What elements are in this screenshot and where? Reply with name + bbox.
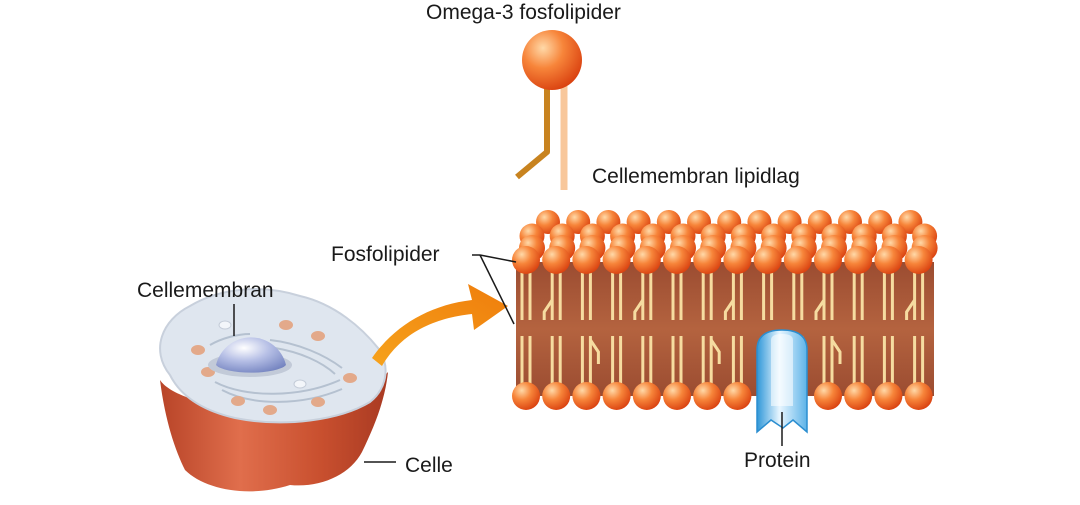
phospholipid-head	[632, 382, 661, 410]
phospholipid-head	[663, 382, 691, 410]
phospholipid-head	[572, 246, 601, 274]
phospholipid-head	[874, 382, 903, 410]
omega3-phospholipid	[515, 30, 582, 190]
kinked-tail	[709, 339, 721, 364]
zoom-arrow	[372, 284, 508, 366]
vesicles	[191, 320, 357, 415]
phospholipid-head	[904, 246, 933, 274]
membrane-interior	[516, 262, 934, 396]
cell-membrane-label: Cellemembran	[137, 279, 274, 302]
phospholipid-head	[663, 246, 691, 274]
phospholipid-head	[602, 382, 631, 410]
phospholipid-head	[572, 382, 601, 410]
phospholipid-head	[844, 246, 873, 274]
phospholipid-head	[874, 246, 903, 274]
phospholipid-head	[693, 246, 722, 274]
phospholipid-head	[814, 246, 842, 274]
phospholipid-head	[723, 382, 752, 410]
phospholipid-head	[783, 246, 812, 274]
protein-label: Protein	[744, 449, 811, 472]
phospholipid-head	[512, 246, 540, 274]
kinked-tail	[905, 299, 916, 320]
cell-label: Celle	[405, 454, 453, 477]
membrane-bilayer	[512, 210, 938, 410]
kinked-tail	[723, 299, 735, 320]
phospholipid-head	[512, 382, 540, 410]
omega3-label: Omega-3 fosfolipider	[426, 1, 621, 24]
omega3-bent-tail	[515, 86, 550, 180]
phospholipid-head	[753, 246, 782, 274]
fosfolipider-leader-tail	[479, 254, 515, 325]
leader-lines	[233, 254, 783, 463]
kinked-tail	[814, 299, 826, 320]
membrane-protein	[756, 329, 808, 434]
phospholipid-head	[542, 382, 571, 410]
kinked-tail	[830, 339, 842, 364]
phospholipid-head	[693, 382, 722, 410]
endoplasmic-reticulum	[209, 333, 343, 403]
cell-illustration	[159, 288, 388, 492]
phospholipids-label: Fosfolipider	[331, 243, 440, 266]
phospholipid-head	[632, 246, 661, 274]
phospholipid-head	[814, 382, 842, 410]
cell-body	[160, 372, 388, 492]
bilayer-label: Cellemembran lipidlag	[592, 165, 800, 188]
phospholipid-head	[602, 246, 631, 274]
fosfolipider-leader-head	[479, 254, 517, 263]
nucleus	[216, 337, 286, 373]
phospholipid-head	[542, 246, 571, 274]
omega3-head	[522, 30, 582, 90]
kinked-tail	[633, 299, 645, 320]
kinked-tail	[542, 299, 554, 320]
phospholipid-head	[723, 246, 752, 274]
kinked-tail	[589, 339, 600, 364]
phospholipid-head	[904, 382, 933, 410]
phospholipid-head	[844, 382, 873, 410]
